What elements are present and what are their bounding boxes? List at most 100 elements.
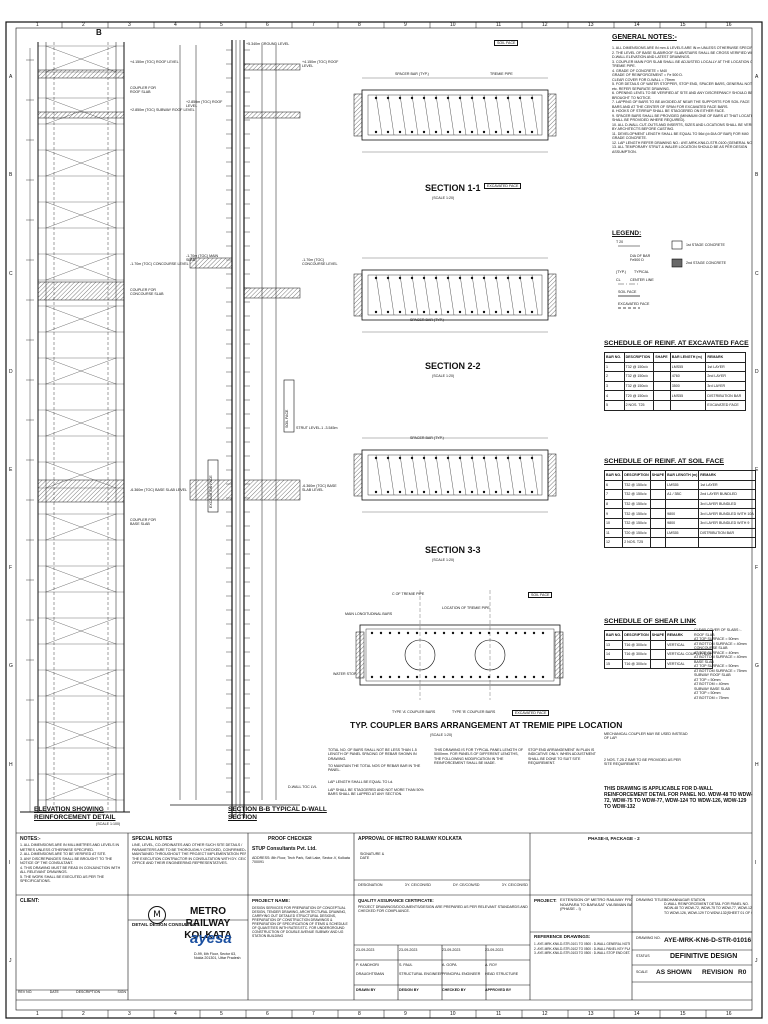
table-cell: A1 / 3BC <box>665 489 700 500</box>
table-cell: 3rd LAYER <box>705 380 746 392</box>
table-cell <box>669 399 707 411</box>
grid-row-label: I <box>9 859 11 866</box>
general-note-item: CLEAR COVER FOR D-WALL = 75mm <box>612 77 675 82</box>
cover-note-item: CONCOURSE SLAB <box>694 646 728 650</box>
elevation-level: +4.150m (TOC) ROOF LEVEL <box>130 60 179 64</box>
table-cell: 1st LAYER <box>698 479 756 491</box>
project-line: EXTENSION OF METRO RAILWAY FROM <box>560 898 632 902</box>
consultant-logo: ayesa <box>190 930 232 947</box>
grid-row-label: A <box>9 74 13 81</box>
approval-role: DESIGNATION <box>358 883 383 887</box>
elevation-cut-mark: B <box>96 28 102 37</box>
coupler-label: MAIN LONGITUDINAL BARS <box>345 612 393 616</box>
table-cell: 1st LAYER <box>705 361 746 373</box>
table-cell: LMS55 <box>665 479 700 491</box>
approval-signature: SIGNATURE & DATE <box>360 852 385 861</box>
applicability-note: THIS DRAWING IS APPLICABLE FOR D-WALL RE… <box>604 786 753 810</box>
cover-note-item: AT BOTTOM = 75mm <box>694 695 729 700</box>
table-cell: T32 @ 150c/c <box>622 479 651 491</box>
general-note-item: 5. FOR DETAILS OF WATER STOPPER, STOP EN… <box>612 82 752 86</box>
general-note-item: 4. GRADE OF CONCRETE = M40 <box>612 68 668 73</box>
general-note-item: 3. COUPLER MAIN FOR SLAB SHALL BE ADJUST… <box>612 59 752 64</box>
table-cell: T16 @ 300c/c <box>622 649 651 660</box>
drawing-title-line: D-WALL REINFORCEMENT DETAIL FOR PANEL NO… <box>664 902 749 907</box>
general-note-item: BY ARCHITECTS BEFORE CASTING. <box>612 127 675 131</box>
client-label: CLIENT: <box>20 898 40 904</box>
coupler-label: WATER STOP <box>333 672 357 676</box>
section-title: SECTION 2-2 <box>425 361 481 371</box>
table-cell: 5 <box>604 399 625 411</box>
elevation-level: COUPLER FOR BASE SLAB <box>130 518 156 527</box>
drawing-title-line: WDW-48 TO WDW-72, WDW-75 TO WDW-77, WDW-… <box>664 906 752 911</box>
elevation-level: -6.360m (TOC) BASE SLAB LEVEL <box>130 488 188 492</box>
metro-logo-icon: M <box>148 906 166 924</box>
table-cell: T32 @ 150c/c <box>622 517 651 529</box>
table-cell: 3 <box>604 380 625 392</box>
table-cell <box>649 498 667 510</box>
spacer-bar-label: SPACER BAR (TYP.) <box>395 72 429 76</box>
coupler-label: TYPE 'A' COUPLER BARS <box>392 710 436 714</box>
coupler-arrangement-drawing <box>355 590 564 700</box>
grid-row-label: F <box>9 565 13 572</box>
table-header: REMARK <box>698 470 756 481</box>
grid-column-label: 7 <box>312 22 315 28</box>
drawing-no-label: DRAWING NO. <box>636 936 661 940</box>
grid-column-label: 4 <box>174 1011 177 1017</box>
special-note-line: OFFICE AND THEIR ENGINEERING REPRESENTAT… <box>132 861 228 865</box>
reference-item: 1. AYE-MRK-KN6-D-STR-0101 TO 0500 : D-WA… <box>534 942 630 946</box>
general-note-item: SHALL BE PROVIDED WHERE REQUIRED). <box>612 118 686 122</box>
cover-note-item: AT TOP SURFACE = 50mm <box>694 637 739 641</box>
table-cell: 7 <box>603 489 624 500</box>
drawing-title-line: BIDHANNAGAR STATION <box>664 898 706 902</box>
schedule-shear-title: SCHEDULE OF SHEAR LINK <box>604 618 697 625</box>
quality-label: QUALITY ASSURANCE CERTIFICATE: <box>358 898 434 903</box>
table-cell: 2 <box>604 371 625 382</box>
general-notes-list: 1. ALL DIMENSIONS ARE IN mm & LEVELS ARE… <box>612 46 752 154</box>
spacer-bar-label: SPACER BAR (TYP.) <box>410 436 444 440</box>
table-cell: VERTICAL <box>665 658 714 670</box>
special-note-line: MAINTAINED THROUGHOUT THE PROJECT IMPLEM… <box>132 852 246 856</box>
table-cell <box>653 380 671 392</box>
signature-header: APPROVED BY <box>485 988 512 992</box>
cover-note-item: AT BOTTOM SURFACE = 40mm <box>694 641 747 646</box>
scale-label: SCALE <box>636 970 648 974</box>
table-cell: 3rd LAYER BUNDLED WITH 9 <box>698 517 756 529</box>
table-cell <box>653 399 671 411</box>
consultant-address: D-99, 6th Floor, Sector 63, Noida 201301… <box>194 952 241 961</box>
typical-level: STRUT LEVEL-1 -3.545m <box>296 426 338 430</box>
excavation-face-label: EXCAVATION FACE <box>209 475 213 508</box>
spacer-bar-label: SPACER BAR (TYP.) <box>410 318 444 322</box>
coupler-note: MECHANICAL COUPLER MAY BE USED INSTEAD O… <box>604 732 688 741</box>
proof-checker-address: ADDRESS: 8th Floor, Tech Park, Salt Lake… <box>252 856 350 865</box>
grid-column-label: 13 <box>588 1011 594 1017</box>
table-cell <box>653 390 671 401</box>
scale-value: AS SHOWN <box>656 969 692 976</box>
typical-section-title: SECTION B-B TYPICAL D-WALL SECTION <box>228 806 327 821</box>
approval-title: APPROVAL OF METRO RAILWAY KOLKATA <box>358 836 462 842</box>
grid-column-label: 15 <box>680 22 686 28</box>
signature-header: DESIGN BY <box>399 988 419 992</box>
cover-note-item: SUBWAY BASE SLAB <box>694 686 730 691</box>
proof-checker-name: STUP Consultants Pvt. Ltd. <box>252 846 317 852</box>
cover-note-item: AT BOTTOM SURFACE = 75mm <box>694 668 747 673</box>
legend-title: LEGEND: <box>612 230 642 237</box>
coupler-soil-tag: SOIL FACE <box>528 592 553 599</box>
reference-list: 1. AYE-MRK-KN6-D-STR-0101 TO 0500 : D-WA… <box>534 942 630 956</box>
table-header: SHAPE <box>649 470 667 481</box>
table-cell: T32 @ 150c/c <box>623 371 655 382</box>
status-value: DEFINITIVE DESIGN <box>670 953 738 960</box>
table-cell: T32 @ 150c/c <box>622 508 651 519</box>
grid-column-label: 16 <box>726 22 732 28</box>
table-cell: 2 NOS. T25 <box>623 399 655 411</box>
table-cell: DISTRIBUTION BAR <box>698 527 756 539</box>
